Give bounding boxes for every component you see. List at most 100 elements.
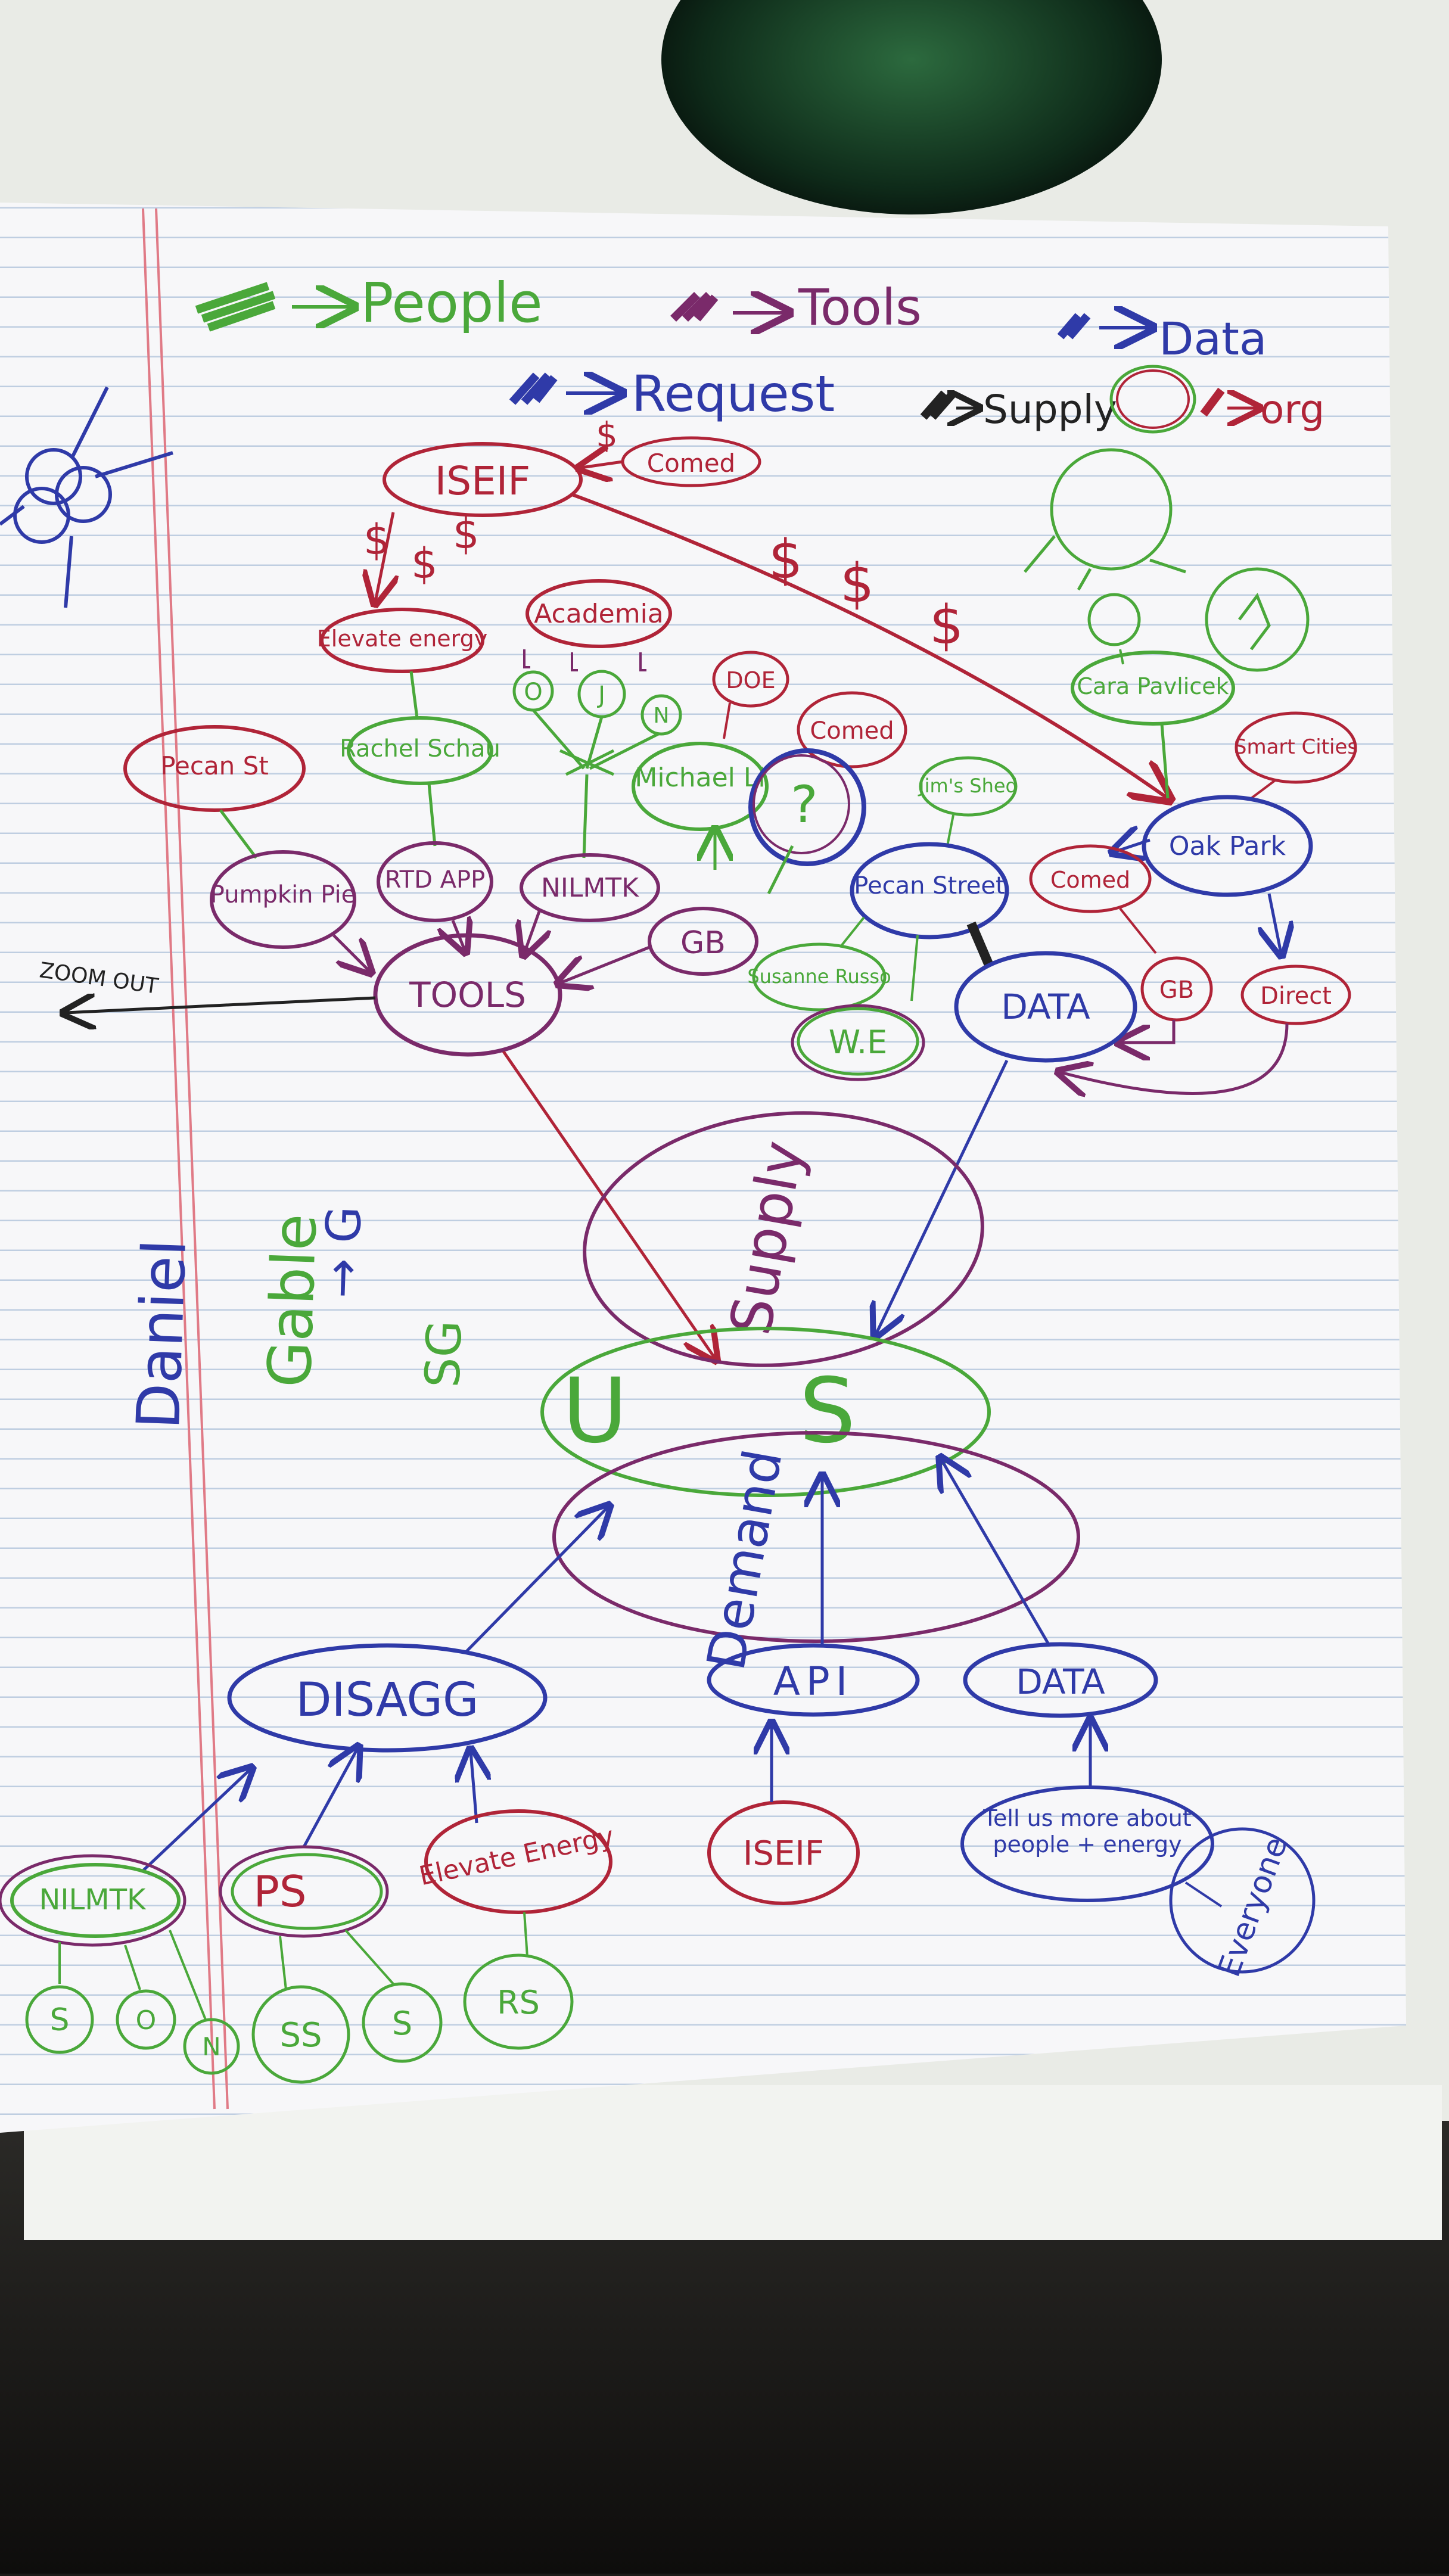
node-direct-label: Direct	[1260, 982, 1332, 1010]
node-elevate-top	[320, 608, 484, 673]
side-note-sg: SG	[415, 1320, 472, 1389]
edge-oakpark-direct	[1269, 893, 1281, 953]
node-n1	[183, 2018, 240, 2075]
node-rachel-label: Rachel Schau	[340, 735, 500, 763]
node-supply	[583, 1111, 984, 1367]
node-everyone	[1169, 1827, 1316, 1974]
node-data-bottom-label: DATA	[1016, 1662, 1105, 1702]
node-comed-top-label: Comed	[647, 449, 735, 478]
node-ss-label: SS	[279, 2016, 322, 2055]
node-rs-label: RS	[497, 1984, 540, 2021]
node-academia-o-label: O	[524, 679, 542, 706]
node-smart-cities	[1235, 711, 1357, 784]
edge-elevate-rachel	[409, 671, 419, 718]
dollar-2: $	[411, 539, 438, 588]
node-direct	[1240, 965, 1351, 1025]
flower-doodle	[0, 386, 173, 608]
node-pecan-st	[850, 842, 1009, 939]
edge-tools-us	[502, 1050, 715, 1358]
legend-scribble	[1109, 365, 1196, 434]
academia-fan	[532, 709, 660, 776]
legend-people-swatch	[195, 282, 276, 332]
side-note-arrow: → G	[313, 1205, 372, 1299]
edge-comed-gb	[1119, 907, 1157, 954]
edge-disagg-demand	[464, 1507, 608, 1654]
node-rtd-label: RTD APP	[385, 866, 485, 894]
node-elevate-bottom	[424, 1809, 612, 1914]
node-tell-us-fo: Tell us more about people + energy	[983, 1805, 1192, 1858]
legend-supply-label: Supply	[983, 387, 1117, 433]
node-ps	[219, 1845, 389, 1938]
legend-request-label: Request	[632, 365, 835, 423]
node-susanne	[752, 942, 887, 1012]
node-s2	[362, 1982, 443, 2063]
node-n1-label: N	[202, 2032, 220, 2061]
node-pumpkin	[210, 850, 356, 949]
node-o1-label: O	[136, 2005, 157, 2036]
legend-tools-label: Tools	[798, 278, 922, 337]
edge-gb-tools	[560, 945, 650, 983]
node-doe	[712, 651, 789, 708]
edge-smart-oakpark	[1250, 779, 1276, 799]
node-pecan-left	[123, 725, 306, 812]
edge-comed-iseif	[581, 462, 623, 468]
academia-ticks	[523, 649, 646, 671]
edge-iseif-oakpark	[571, 493, 1168, 798]
edge-pecan-data	[966, 921, 994, 967]
node-iseif-top-label: ISEIF	[435, 458, 531, 504]
node-nilmtk-mid	[520, 853, 660, 922]
node-ss	[251, 1985, 350, 2084]
node-rachel	[347, 716, 493, 785]
side-note-daniel: Daniel	[123, 1238, 200, 1430]
edge-elevate-disagg	[471, 1751, 477, 1824]
edge-nilmtk-tools	[524, 911, 539, 953]
legend-request-swatch	[509, 372, 558, 405]
node-academia-j-label: J	[596, 682, 605, 709]
node-tools-label: TOOLS	[409, 975, 526, 1015]
node-cara	[1071, 651, 1235, 726]
node-comed-right-label: Comed	[1050, 867, 1130, 893]
node-us-label: U S	[562, 1359, 928, 1463]
node-tell-us-label: Tell us more about people + energy	[983, 1805, 1192, 1858]
node-nilmtk-bottom	[0, 1854, 186, 1947]
node-cara-label: Cara Pavlicek	[1077, 673, 1229, 699]
mug	[661, 0, 1162, 214]
node-academia	[526, 579, 672, 648]
edge-tell-everyone	[1184, 1881, 1223, 1908]
node-susanne-label: Susanne Russo	[747, 965, 891, 988]
node-pecan-left-label: Pecan St	[160, 751, 269, 780]
node-question-label: ?	[791, 775, 818, 835]
node-jim	[919, 756, 1018, 817]
node-demand	[552, 1431, 1080, 1643]
edge-ps-disagg	[302, 1749, 357, 1848]
node-iseif-bottom	[707, 1800, 860, 1905]
node-pecan-st-label: Pecan Street	[854, 872, 1005, 900]
node-academia-n-label: N	[654, 704, 670, 728]
legend-scribble-2	[1116, 369, 1190, 429]
edge-direct-data	[1061, 1023, 1289, 1093]
node-disagg-label: DISAGG	[296, 1673, 479, 1727]
edge-question-gb	[767, 845, 794, 895]
node-disagg	[227, 1643, 548, 1753]
dollar-comed: $	[596, 415, 618, 455]
edge-nilmtk-disagg	[142, 1769, 250, 1872]
node-oak-park-label: Oak Park	[1169, 831, 1286, 861]
node-jim-label: Jim's Shed	[918, 774, 1018, 797]
edge-rachel-rtd	[427, 783, 437, 847]
edge-pumpkin-tools	[332, 934, 369, 971]
node-rs	[463, 1953, 574, 2050]
node-academia-n	[640, 694, 682, 736]
node-nilmtk-bottom-label: NILMTK	[39, 1883, 147, 1917]
node-question	[748, 748, 866, 866]
node-api-label: API	[773, 1659, 853, 1704]
node-we-ring	[797, 1007, 919, 1076]
node-comed-right	[1029, 844, 1152, 913]
node-nilmtk-bottom-ring	[10, 1863, 181, 1938]
node-gb-mid-label: GB	[680, 925, 726, 961]
dollar-3: $	[453, 509, 480, 558]
node-question-ring	[753, 754, 850, 854]
edge-data-demand	[941, 1460, 1050, 1645]
ps-children-links	[279, 1929, 394, 1990]
node-we	[791, 1004, 925, 1081]
node-nilmtk-mid-label: NILMTK	[541, 873, 639, 903]
